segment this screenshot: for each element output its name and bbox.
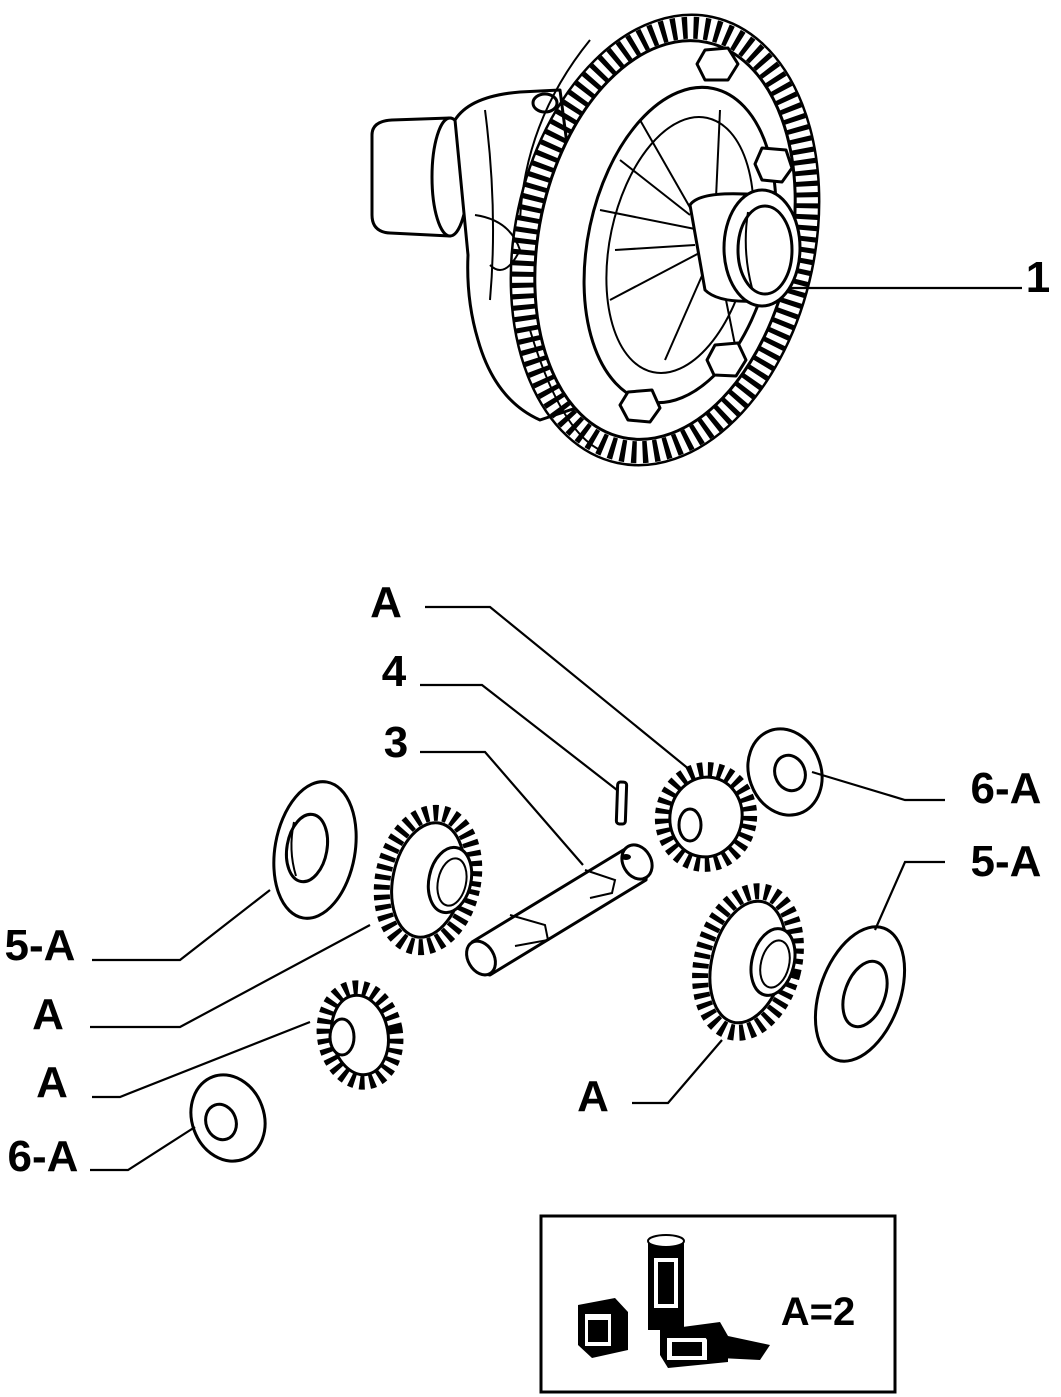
side-gear-right[interactable] (686, 881, 810, 1043)
callout-labels: 1 A 4 3 6-A 5-A 5-A A A A 6-A (5, 253, 1051, 1181)
kit-icon (578, 1234, 770, 1368)
roll-pin[interactable] (614, 780, 629, 826)
kit-quantity-label: A=2 (781, 1290, 856, 1334)
differential-assembly[interactable] (370, 0, 859, 494)
callout-a-top: A (370, 578, 402, 627)
washer-small-left[interactable] (179, 1064, 277, 1171)
callout-4: 4 (382, 647, 407, 696)
kit-box: A=2 (539, 1214, 897, 1394)
callout-6a-left: 6-A (8, 1132, 79, 1181)
side-gear-left[interactable] (370, 804, 486, 956)
callout-a-left-upper: A (32, 990, 64, 1039)
callout-5a-left: 5-A (5, 921, 76, 970)
pinion-shaft[interactable] (461, 839, 658, 980)
callout-1: 1 (1026, 253, 1050, 302)
callout-3: 3 (384, 718, 408, 767)
washer-small-right[interactable] (736, 718, 834, 825)
planet-gear-right[interactable] (654, 762, 758, 872)
callout-a-bottom: A (577, 1072, 609, 1121)
callout-6a-right: 6-A (971, 764, 1042, 813)
thrust-washer-right[interactable] (798, 915, 921, 1074)
callout-5a-right: 5-A (971, 837, 1042, 886)
leader-lines (90, 286, 1022, 1172)
thrust-washer-left[interactable] (264, 775, 367, 925)
planet-gear-left[interactable] (316, 980, 404, 1090)
callout-a-left-lower: A (36, 1058, 68, 1107)
